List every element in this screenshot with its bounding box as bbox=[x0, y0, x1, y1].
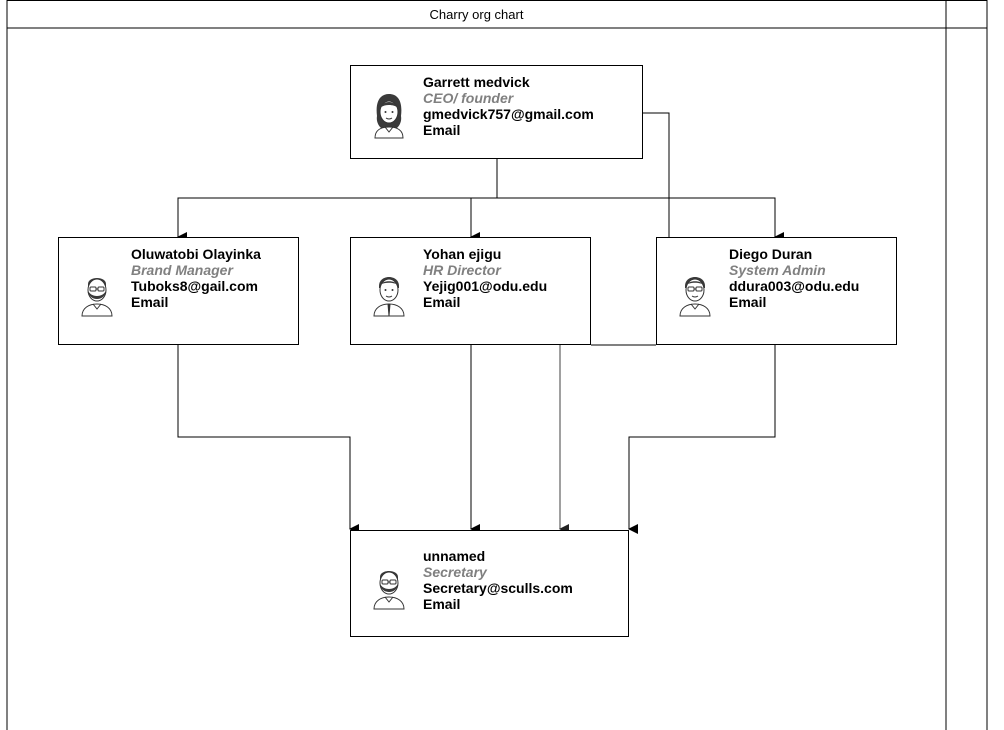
node-brand-text: Oluwatobi Olayinka Brand Manager Tuboks8… bbox=[131, 246, 261, 310]
node-secretary-text: unnamed Secretary Secretary@sculls.com E… bbox=[423, 548, 573, 612]
brand-email: Tuboks8@gail.com bbox=[131, 278, 258, 294]
connector-ceo-to-hr bbox=[470, 197, 497, 242]
node-ceo[interactable]: Garrett medvick CEO/ founder gmedvick757… bbox=[350, 65, 643, 159]
ceo-email-label: Email bbox=[423, 122, 461, 138]
sysadmin-email: ddura003@odu.edu bbox=[729, 278, 860, 294]
node-sysadmin-text: Diego Duran System Admin ddura003@odu.ed… bbox=[729, 246, 859, 310]
hr-email-label: Email bbox=[423, 294, 461, 310]
sysadmin-name: Diego Duran bbox=[729, 246, 813, 262]
connector-brand-to-secretary bbox=[177, 345, 359, 534]
ceo-name: Garrett medvick bbox=[423, 74, 530, 90]
glasses-man-avatar-icon bbox=[675, 268, 715, 318]
node-secretary[interactable]: unnamed Secretary Secretary@sculls.com E… bbox=[350, 530, 629, 637]
hr-role: HR Director bbox=[423, 262, 501, 278]
secretary-email: Secretary@sculls.com bbox=[423, 580, 573, 596]
bearded-man-avatar-icon bbox=[369, 561, 409, 611]
diagram-title[interactable]: Charry org chart bbox=[429, 6, 524, 22]
connector-ceo-to-sysadmin bbox=[497, 197, 784, 242]
node-system-admin[interactable]: Diego Duran System Admin ddura003@odu.ed… bbox=[656, 237, 897, 345]
brand-name: Oluwatobi Olayinka bbox=[131, 246, 261, 262]
brand-email-label: Email bbox=[131, 294, 169, 310]
connector-ceo-to-brand bbox=[177, 158, 498, 242]
hr-name: Yohan ejigu bbox=[423, 246, 502, 262]
sysadmin-role: System Admin bbox=[729, 262, 826, 278]
secretary-name: unnamed bbox=[423, 548, 486, 564]
node-ceo-text: Garrett medvick CEO/ founder gmedvick757… bbox=[423, 74, 594, 138]
sysadmin-email-label: Email bbox=[729, 294, 767, 310]
secretary-email-label: Email bbox=[423, 596, 461, 612]
node-hr-director[interactable]: Yohan ejigu HR Director Yejig001@odu.edu… bbox=[350, 237, 591, 345]
brand-role: Brand Manager bbox=[131, 262, 233, 278]
ceo-email: gmedvick757@gmail.com bbox=[423, 106, 594, 122]
connector-sysadmin-to-secretary bbox=[628, 345, 776, 534]
man-avatar-icon bbox=[369, 268, 409, 318]
hr-email: Yejig001@odu.edu bbox=[423, 278, 548, 294]
node-hr-text: Yohan ejigu HR Director Yejig001@odu.edu… bbox=[423, 246, 547, 310]
female-avatar-icon bbox=[369, 90, 409, 140]
secretary-role: Secretary bbox=[423, 564, 487, 580]
bearded-man-avatar-icon bbox=[77, 268, 117, 318]
ceo-role: CEO/ founder bbox=[423, 90, 514, 106]
node-brand-manager[interactable]: Oluwatobi Olayinka Brand Manager Tuboks8… bbox=[58, 237, 299, 345]
connector-ceo-side bbox=[643, 112, 670, 237]
